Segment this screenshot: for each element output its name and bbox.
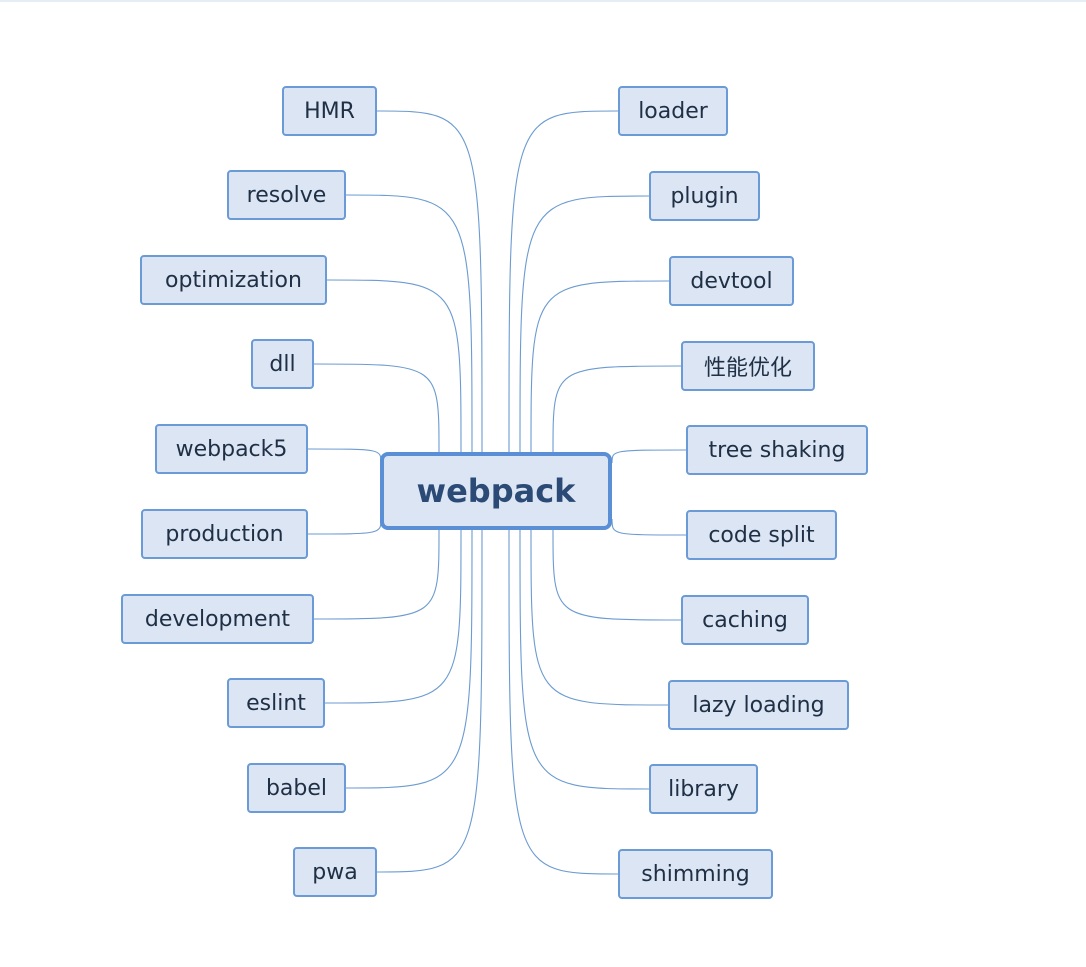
topic-loader[interactable]: loader [618, 86, 728, 136]
topic-library[interactable]: library [649, 764, 758, 814]
connector-right-1 [519, 195, 650, 453]
topic-devtool[interactable]: devtool [669, 256, 794, 306]
connector-right-9 [508, 529, 619, 875]
central-topic-webpack[interactable]: webpack [380, 452, 612, 530]
topic-performance-optimization[interactable]: 性能优化 [681, 341, 815, 391]
topic-hmr[interactable]: HMR [282, 86, 377, 136]
connector-left-4 [307, 448, 382, 464]
topic-optimization[interactable]: optimization [140, 255, 327, 305]
connector-right-3 [552, 365, 682, 453]
connector-left-3 [313, 363, 440, 453]
connector-right-7 [530, 529, 669, 706]
connector-left-1 [345, 194, 473, 453]
topic-plugin[interactable]: plugin [649, 171, 760, 221]
connector-right-0 [508, 110, 619, 453]
topic-shimming[interactable]: shimming [618, 849, 773, 899]
connector-right-4 [611, 449, 687, 464]
connector-right-8 [519, 529, 650, 790]
connector-left-8 [345, 529, 473, 789]
connector-left-7 [324, 529, 462, 704]
topic-resolve[interactable]: resolve [227, 170, 346, 220]
topic-code-split[interactable]: code split [686, 510, 837, 560]
top-border [0, 0, 1086, 2]
topic-caching[interactable]: caching [681, 595, 809, 645]
connector-right-6 [552, 529, 682, 621]
topic-tree-shaking[interactable]: tree shaking [686, 425, 868, 475]
connector-right-5 [611, 518, 687, 536]
connector-left-0 [376, 110, 483, 453]
connector-left-2 [326, 279, 462, 453]
topic-pwa[interactable]: pwa [293, 847, 377, 897]
connector-right-2 [530, 280, 670, 453]
topic-production[interactable]: production [141, 509, 308, 559]
topic-development[interactable]: development [121, 594, 314, 644]
topic-dll[interactable]: dll [251, 339, 314, 389]
topic-lazy-loading[interactable]: lazy loading [668, 680, 849, 730]
topic-babel[interactable]: babel [247, 763, 346, 813]
connector-left-5 [307, 518, 382, 535]
topic-eslint[interactable]: eslint [227, 678, 325, 728]
topic-webpack5[interactable]: webpack5 [155, 424, 308, 474]
connector-left-9 [376, 529, 483, 873]
connector-left-6 [313, 529, 440, 620]
